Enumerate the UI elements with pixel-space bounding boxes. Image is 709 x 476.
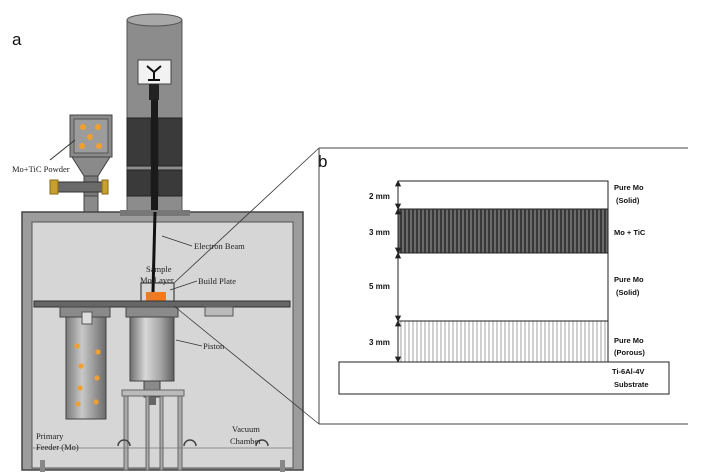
label-sample: Sample	[146, 264, 172, 274]
zoom-line-top	[173, 147, 320, 284]
label-feeder-line1: Primary	[36, 431, 64, 441]
layer-name-label: Pure Mo	[614, 336, 644, 345]
layer-mo-tic	[397, 208, 609, 254]
label-build-plate: Build Plate	[198, 276, 236, 286]
electron-gun-top	[126, 13, 183, 27]
substrate	[338, 361, 670, 395]
label-mo-layer: Mo Layer	[140, 275, 174, 285]
label-chamber-line2: Chamber	[230, 436, 261, 446]
panel-b-letter: b	[318, 152, 328, 171]
build-platform	[33, 300, 291, 308]
layer-name-label: (Porous)	[614, 348, 645, 357]
thickness-label: 3 mm	[369, 228, 390, 237]
label-feeder-line2: Feeder (Mo)	[36, 442, 79, 452]
layer-pure-mo-porous	[397, 320, 609, 363]
piston-cylinder	[129, 316, 175, 382]
focus-coil	[126, 117, 152, 167]
substrate-label: Substrate	[614, 380, 649, 389]
label-electron-beam: Electron Beam	[194, 241, 245, 251]
ebm-machine-drawing	[21, 13, 320, 472]
layer-name-label: Pure Mo	[614, 275, 644, 284]
sample-mo-layer	[146, 292, 166, 302]
label-chamber-line1: Vacuum	[232, 424, 260, 434]
layer-name-label: (Solid)	[616, 288, 640, 297]
substrate-label: Ti-6Al-4V	[612, 367, 644, 376]
thickness-label: 3 mm	[369, 338, 390, 347]
zoom-line-bottom	[173, 305, 320, 425]
layer-name-label: Pure Mo	[614, 183, 644, 192]
thickness-label: 5 mm	[369, 282, 390, 291]
layer-pure-mo-top	[397, 180, 609, 210]
thickness-label: 2 mm	[369, 192, 390, 201]
layer-name-label: Mo + TiC	[614, 228, 646, 237]
label-powder: Mo+TiC Powder	[12, 164, 70, 174]
panel-a-letter: a	[12, 30, 22, 49]
primary-feeder	[65, 316, 107, 420]
deflection-coil	[126, 169, 152, 197]
electron-beam	[151, 211, 157, 293]
layer-stack-panel	[318, 147, 688, 425]
label-piston: Piston	[203, 341, 225, 351]
layer-pure-mo-solid	[397, 252, 609, 322]
layer-name-label: (Solid)	[616, 196, 640, 205]
